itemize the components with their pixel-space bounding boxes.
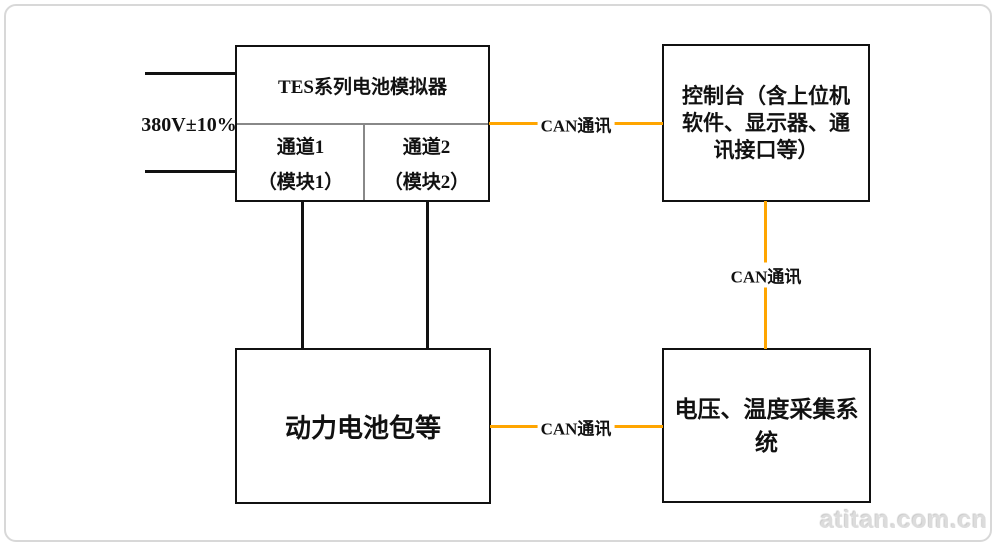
simulator-divider-horizontal	[237, 123, 488, 125]
battery-pack-box: 动力电池包等	[235, 348, 491, 504]
console-line-3: 讯接口等）	[713, 137, 819, 162]
watermark: atitan.com.cn	[820, 506, 988, 534]
console-box: 控制台（含上位机 软件、显示器、通 讯接口等）	[662, 44, 870, 202]
channel-1-name: 通道1	[276, 136, 325, 158]
can-label-bottom: CAN通讯	[537, 414, 615, 440]
simulator-box: TES系列电池模拟器 通道1 （模块1） 通道2 （模块2）	[235, 45, 490, 202]
can-label-mid: CAN通讯	[727, 262, 805, 288]
channel-2-module: （模块2）	[383, 171, 470, 193]
console-line-1: 控制台（含上位机	[682, 83, 850, 108]
simulator-battery-wire-right	[426, 201, 429, 349]
acquisition-line-1: 电压、温度采集系	[674, 396, 859, 422]
channel-2-cell: 通道2 （模块2）	[363, 125, 490, 200]
simulator-title: TES系列电池模拟器	[278, 76, 447, 98]
channel-2-name: 通道2	[402, 136, 451, 158]
power-input-label: 380V±10%	[141, 114, 237, 136]
battery-pack-label: 动力电池包等	[284, 413, 441, 443]
channel-1-module: （模块1）	[257, 171, 344, 193]
channel-1-cell: 通道1 （模块1）	[237, 125, 364, 200]
simulator-battery-wire-left	[301, 201, 304, 349]
acquisition-box: 电压、温度采集系 统	[662, 348, 871, 503]
power-input-wire-top	[145, 72, 235, 75]
power-input-wire-bottom	[145, 170, 235, 173]
simulator-divider-vertical	[363, 124, 365, 200]
can-label-top: CAN通讯	[537, 111, 615, 137]
console-line-2: 软件、显示器、通	[682, 110, 850, 135]
acquisition-line-2: 统	[755, 429, 778, 455]
